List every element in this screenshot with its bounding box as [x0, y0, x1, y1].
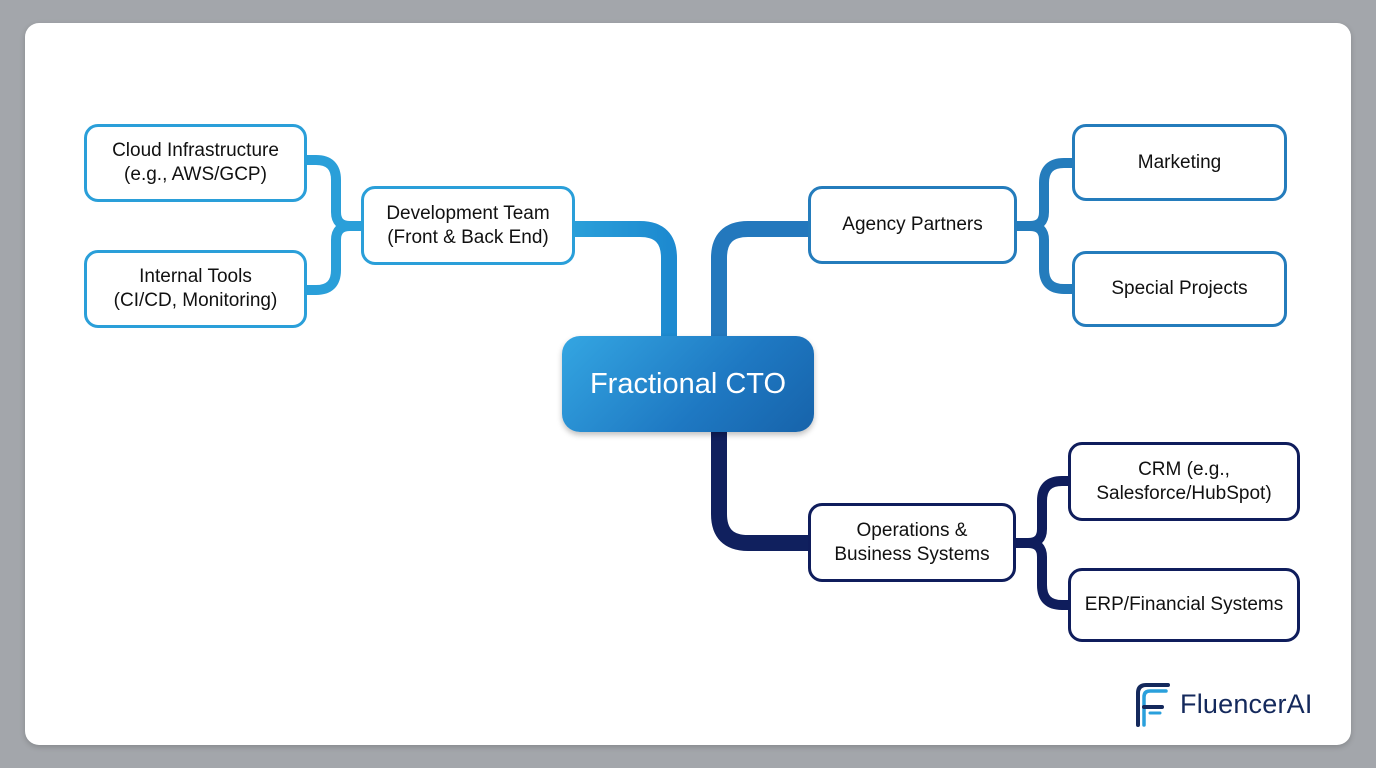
connector-agency-special: [1016, 221, 1073, 294]
connector-agency-marketing: [1016, 158, 1073, 231]
connector-dev-cloud: [306, 155, 362, 231]
node-crm: CRM (e.g., Salesforce/HubSpot): [1068, 442, 1300, 521]
fluencer-f-logo-icon: [1136, 683, 1170, 727]
connector-ops-erp: [1015, 538, 1070, 610]
node-internal-tools: Internal Tools (CI/CD, Monitoring): [84, 250, 307, 328]
logo-text: FluencerAI: [1180, 688, 1313, 719]
connector-dev-tools: [306, 221, 362, 295]
node-erp-financial-systems: ERP/Financial Systems: [1068, 568, 1300, 642]
connector-root-operations: [711, 432, 810, 551]
node-development-team: Development Team (Front & Back End): [361, 186, 575, 265]
connector-root-agency: [711, 221, 810, 336]
connector-root-dev-team: [575, 221, 677, 336]
node-agency-partners: Agency Partners: [808, 186, 1017, 264]
connector-ops-crm: [1015, 476, 1070, 548]
root-node-fractional-cto: Fractional CTO: [562, 336, 814, 432]
node-marketing: Marketing: [1072, 124, 1287, 201]
node-special-projects: Special Projects: [1072, 251, 1287, 327]
fluencerai-logo: FluencerAI: [1132, 680, 1313, 728]
node-operations-business-systems: Operations & Business Systems: [808, 503, 1016, 582]
node-cloud-infrastructure: Cloud Infrastructure (e.g., AWS/GCP): [84, 124, 307, 202]
